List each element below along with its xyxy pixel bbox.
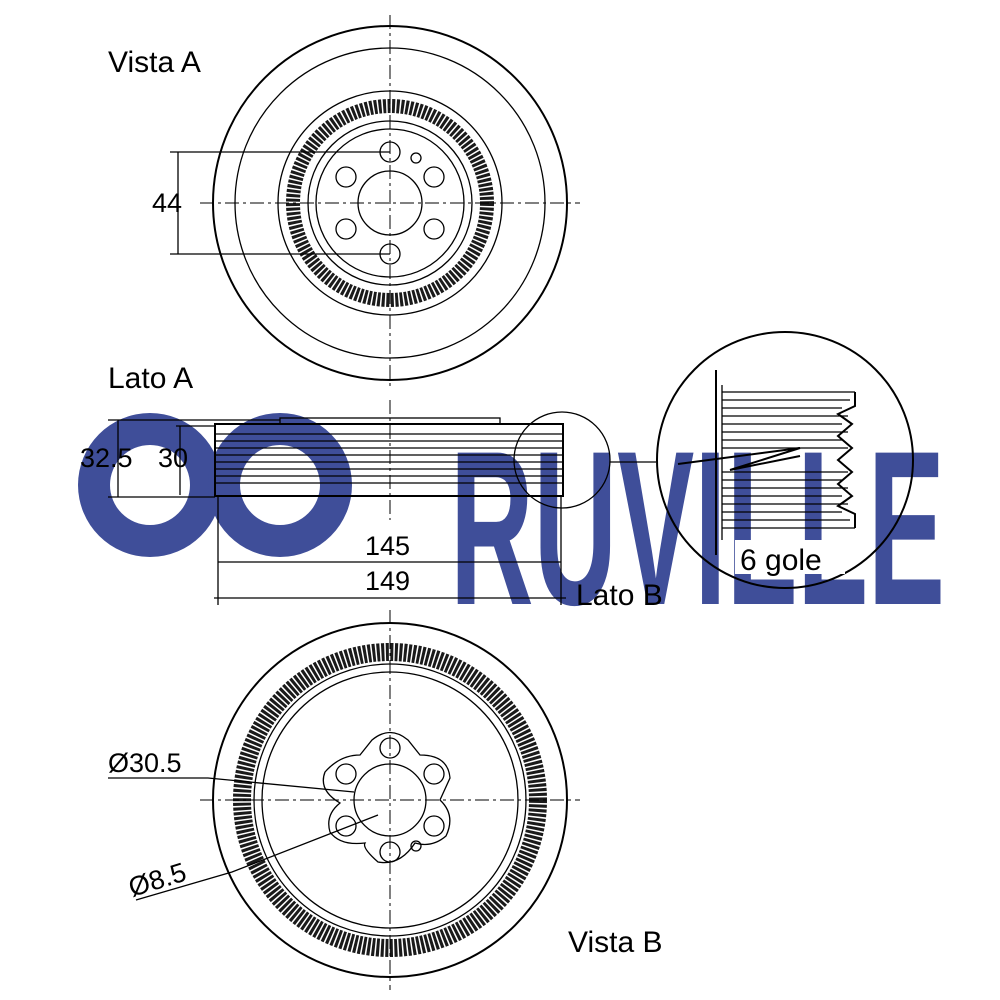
detail-circle <box>656 331 914 589</box>
dim-145-label: 145 <box>365 531 410 561</box>
side-view: Lato A 32.5 30 145 149 Lato B <box>80 362 663 612</box>
bore-leader <box>108 777 355 793</box>
pin-hole <box>410 840 422 852</box>
detail-marker-circle <box>513 411 611 509</box>
bolt-hole <box>335 166 357 188</box>
detail-break-line <box>677 447 801 471</box>
vista-a-view: 44 Vista A <box>108 15 580 390</box>
bolt-hole <box>335 218 357 240</box>
bolt-hole <box>423 815 445 837</box>
vista-b-label: Vista B <box>568 926 663 959</box>
dim-30-label: 30 <box>158 443 188 473</box>
vista-b-view: Ø30.5 Ø8.5 Vista B <box>108 610 663 990</box>
hole-leader <box>135 814 379 901</box>
detail-label-bg <box>735 540 845 574</box>
bolt-hole <box>423 166 445 188</box>
detail-groove-lines <box>722 391 855 529</box>
watermark-circle-right-hole <box>240 445 320 525</box>
watermark-circle-left-hole <box>110 445 190 525</box>
bolt-hole <box>335 763 357 785</box>
bolt-hole <box>423 763 445 785</box>
groove-detail: 6 gole <box>656 331 914 589</box>
hole-diameter-label: Ø8.5 <box>125 857 190 903</box>
dim-149-label: 149 <box>365 566 410 596</box>
vista-b-center-bore <box>353 763 427 837</box>
lato-b-label: Lato B <box>576 579 663 612</box>
pin-hole <box>410 152 422 164</box>
side-grooves <box>215 433 563 484</box>
watermark-text: RUVILLE <box>450 405 945 651</box>
dim-44-label: 44 <box>152 188 182 218</box>
groove-profile <box>836 392 856 528</box>
ruville-watermark: RUVILLE <box>78 405 945 651</box>
lato-a-label: Lato A <box>108 362 193 395</box>
bolt-hole <box>335 815 357 837</box>
dim-32-5-label: 32.5 <box>80 443 133 473</box>
vista-a-label: Vista A <box>108 46 201 79</box>
bolt-hole <box>423 218 445 240</box>
bore-diameter-label: Ø30.5 <box>108 748 182 778</box>
vista-b-hub-flange <box>322 731 451 864</box>
detail-grooves-label: 6 gole <box>740 544 822 577</box>
